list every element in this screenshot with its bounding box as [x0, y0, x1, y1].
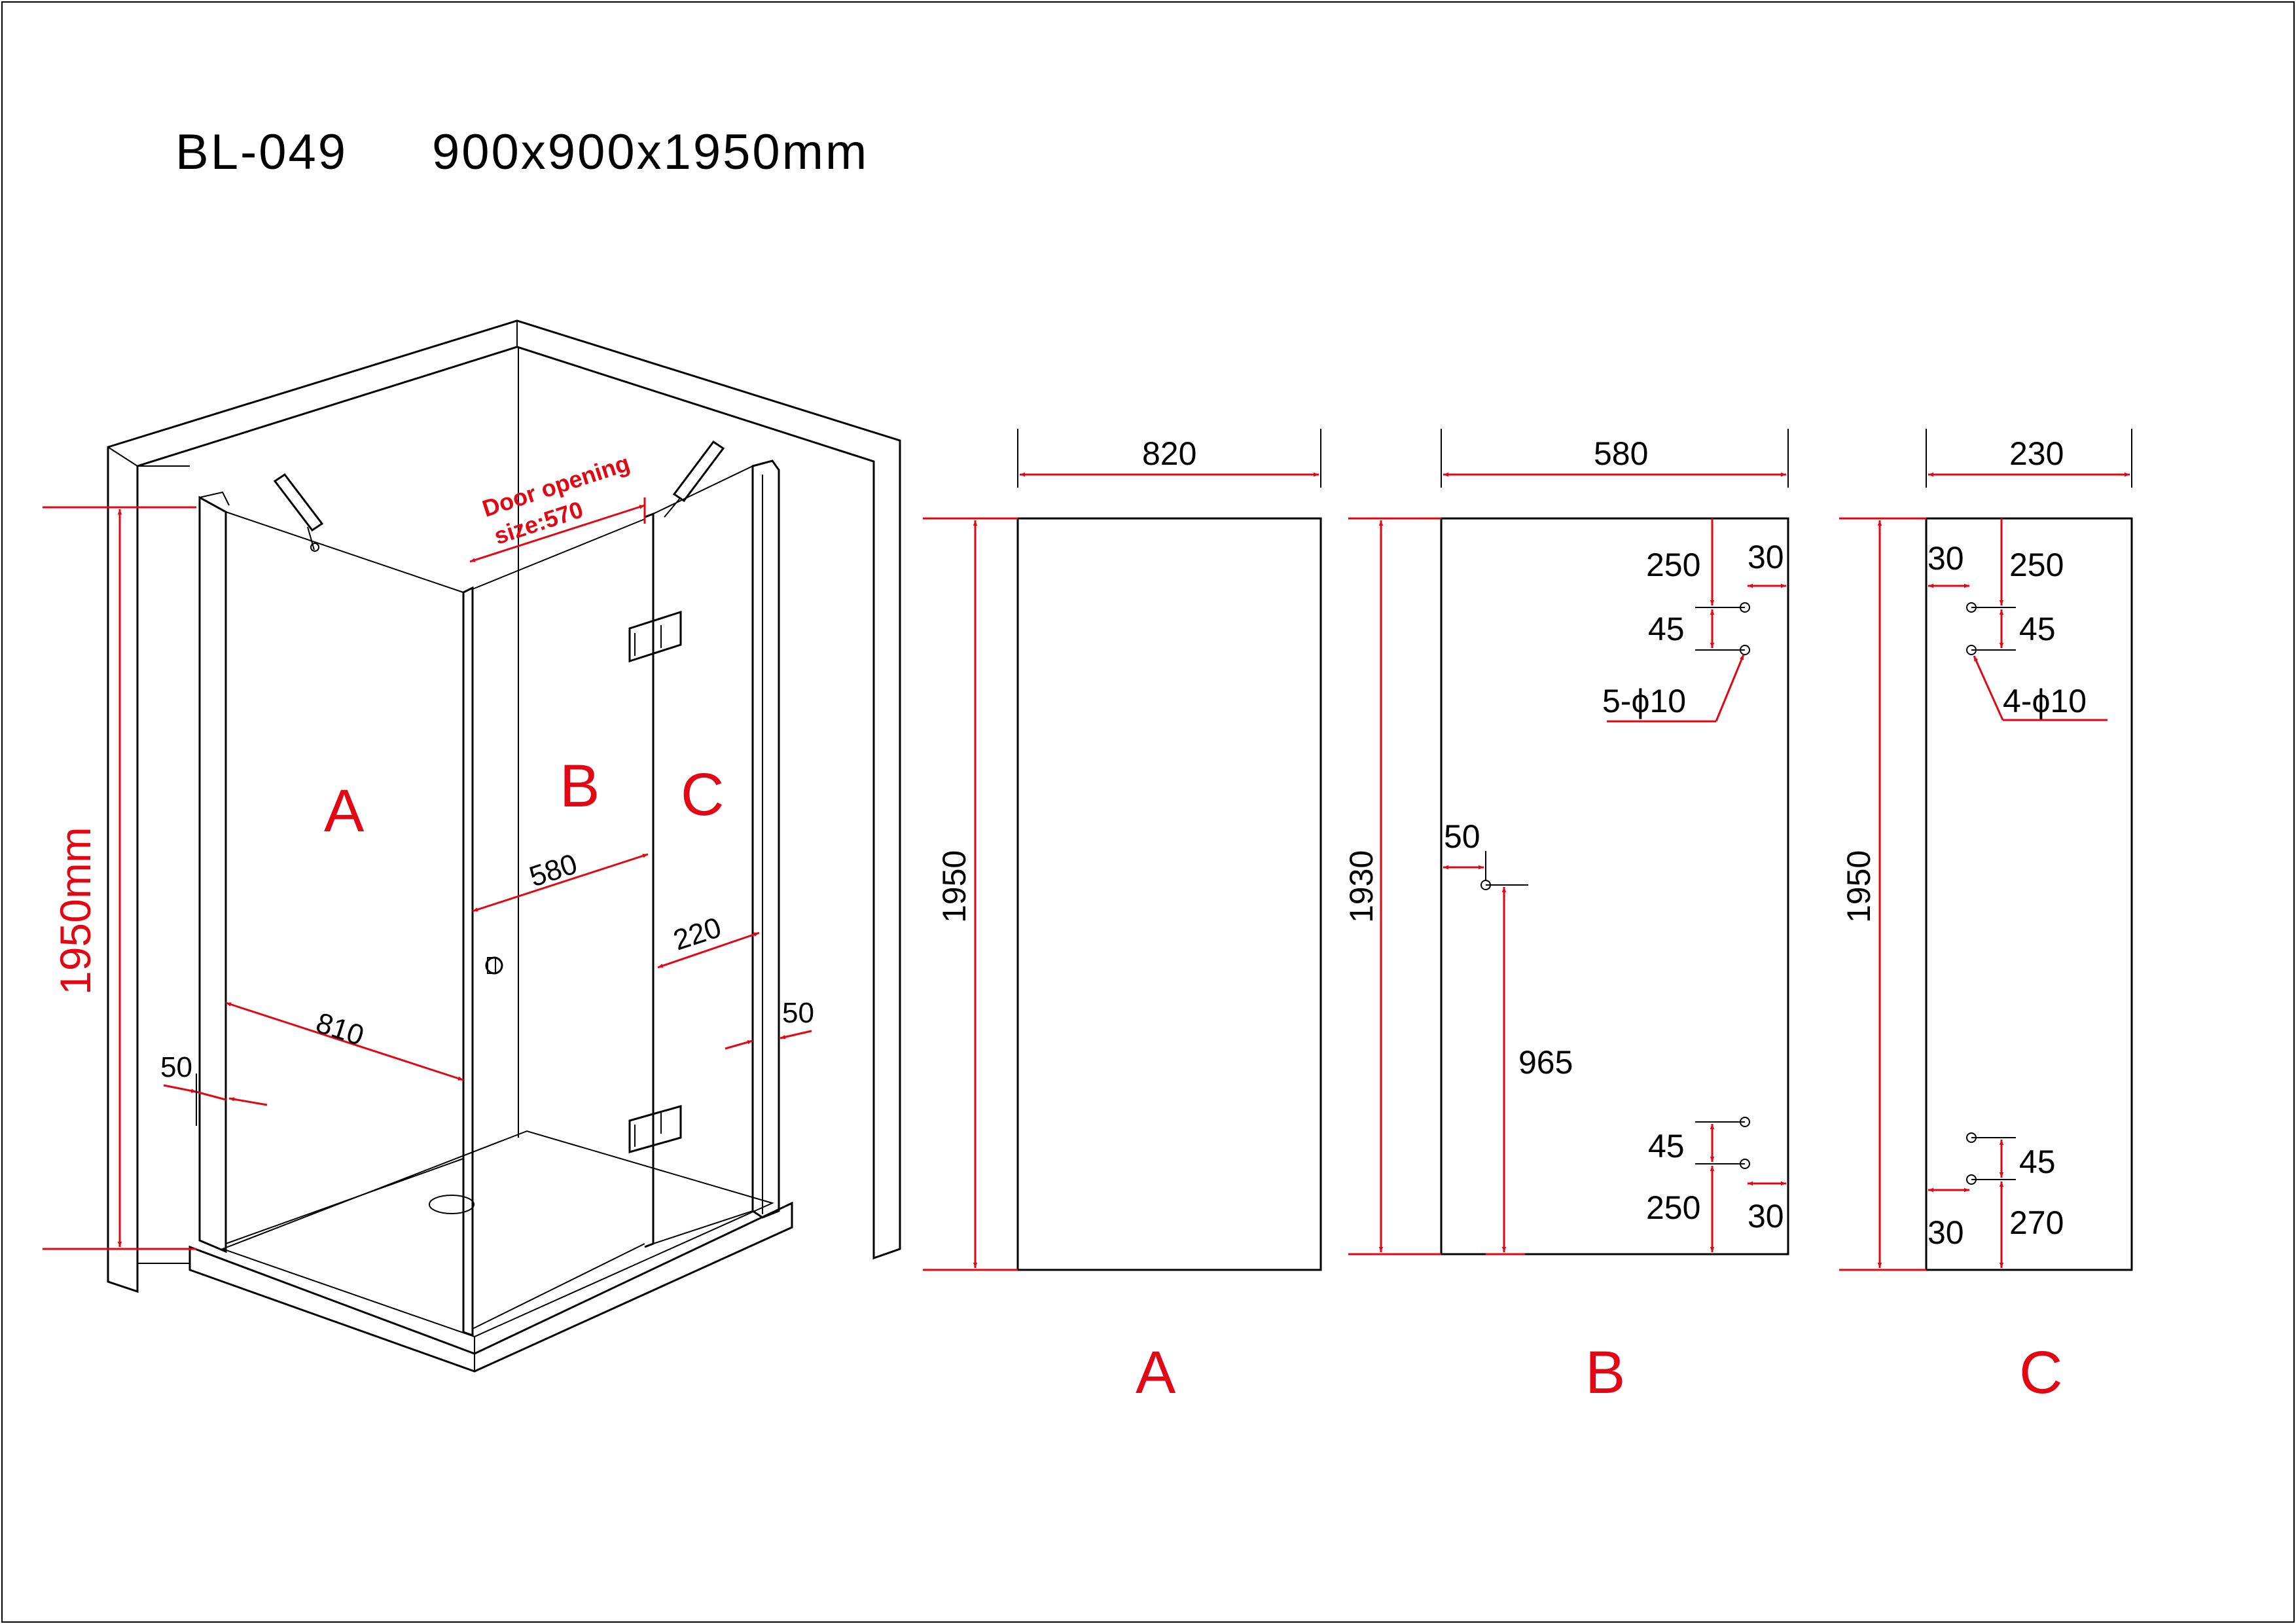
b-bottom-hinge-spacing: 45	[1648, 1128, 1685, 1164]
panel-b-width-value: 580	[1594, 435, 1648, 472]
b-bottom-hinge-from-bottom: 250	[1646, 1189, 1700, 1226]
b-handle-from-bottom: 965	[1518, 1044, 1573, 1081]
b-hole-count: 5-ϕ10	[1602, 683, 1686, 719]
panel-a-offset-dimension: 50	[160, 1051, 268, 1126]
b-bottom-hinge-edge: 30	[1748, 1198, 1784, 1235]
panel-c-width-dimension: 220	[657, 911, 760, 969]
c-top-hinge-edge: 30	[1928, 540, 1964, 577]
panel-b-height-value: 1930	[1343, 850, 1380, 923]
panel-c-caption: C	[2019, 1339, 2062, 1406]
c-bottom-hinge-edge: 30	[1928, 1214, 1964, 1251]
b-top-hinge-spacing: 45	[1648, 611, 1685, 647]
panel-b-letter: B	[560, 753, 600, 820]
c-bottom-hinge-from-bottom: 270	[2009, 1204, 2064, 1241]
panel-c-width-label: 220	[670, 911, 725, 956]
panel-c-letter: C	[681, 761, 724, 828]
b-top-hinge-from-top: 250	[1646, 547, 1700, 583]
b-top-hinge-edge: 30	[1748, 539, 1784, 575]
panel-b-elevation: 580 1930 250 45 30 5-ϕ10 50 965	[1343, 429, 1789, 1406]
panel-a-height-value: 1950	[936, 850, 973, 923]
panel-a-width-label: 810	[312, 1007, 368, 1052]
panel-a-letter: A	[324, 778, 365, 844]
height-label: 1950mm	[51, 827, 99, 995]
panel-a-offset-label: 50	[160, 1051, 192, 1083]
model-number: BL-049	[175, 124, 348, 180]
c-top-hinge-from-top: 250	[2009, 547, 2064, 583]
panel-a-caption: A	[1136, 1339, 1176, 1406]
panel-c-width-value: 230	[2009, 435, 2064, 472]
corner-walls	[107, 319, 901, 1293]
perspective-view: 1950mm A B C Door opening size:570 810 5…	[43, 319, 901, 1373]
lower-hinge-icon	[628, 1105, 682, 1153]
c-top-hinge-spacing: 45	[2019, 611, 2056, 647]
panel-c-height-value: 1950	[1840, 850, 1877, 923]
panel-c-elevation: 230 1950 30 250 45 4-ϕ10 45 30 270 C	[1839, 429, 2133, 1406]
panel-a-outline	[198, 491, 645, 1337]
panel-b-rect	[1440, 517, 1789, 1255]
overall-size: 900x900x1950mm	[432, 124, 869, 180]
title-block: BL-049 900x900x1950mm	[175, 124, 869, 180]
b-handle-edge: 50	[1444, 818, 1480, 855]
panel-a-elevation: 820 1950 A	[923, 429, 1322, 1406]
panel-a-rect	[1016, 517, 1322, 1271]
panel-b-caption: B	[1585, 1339, 1625, 1406]
stabiliser-bar-left-icon	[273, 473, 324, 552]
panel-c-offset-dimension: 50	[725, 997, 814, 1074]
panel-c-offset-label: 50	[782, 997, 814, 1029]
panel-c-outline	[653, 460, 780, 1244]
drain-icon	[429, 1195, 475, 1214]
c-bottom-hinge-spacing: 45	[2019, 1144, 2056, 1180]
c-hole-count: 4-ϕ10	[2003, 683, 2087, 719]
panel-b-width-dimension: 580	[472, 848, 649, 912]
shower-tray	[188, 1130, 793, 1373]
door-knob-base	[487, 957, 496, 974]
panel-b-width-label: 580	[526, 848, 581, 893]
upper-hinge-icon	[628, 610, 682, 663]
door-knob-icon	[485, 956, 503, 975]
door-opening-dimension: Door opening size:570	[469, 449, 646, 563]
panel-c-rect	[1925, 517, 2133, 1271]
panel-a-width-dimension: 810	[225, 1001, 464, 1081]
panel-b-door-outline	[471, 512, 655, 1335]
panel-a-width-value: 820	[1142, 435, 1196, 472]
stabiliser-bar-right-icon	[664, 440, 725, 518]
height-dimension: 1950mm	[43, 506, 196, 1250]
